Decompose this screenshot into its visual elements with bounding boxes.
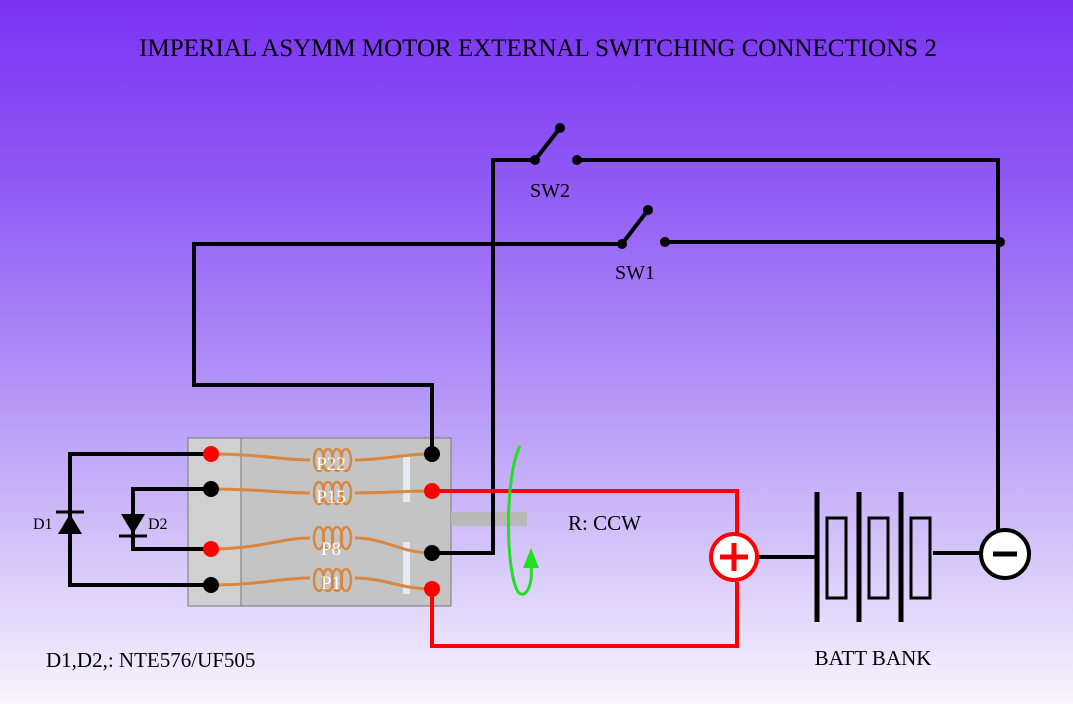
sw2-contact-left xyxy=(530,155,540,165)
red-wiring xyxy=(430,489,739,648)
winding-label-p15: P15 xyxy=(316,487,346,508)
rotation-arrowhead xyxy=(523,548,539,568)
sw1-contact-left xyxy=(617,239,627,249)
battery-label: BATT BANK xyxy=(815,646,932,670)
winding-p8-leads xyxy=(210,536,433,555)
negative-terminal xyxy=(979,528,1031,580)
brush-lower xyxy=(403,542,410,594)
switches xyxy=(533,126,650,246)
winding-label-p8: P8 xyxy=(321,539,341,560)
diode-parts-note: D1,D2,: NTE576/UF505 xyxy=(46,648,255,672)
terminal-right-2 xyxy=(424,483,440,499)
terminal-left-2 xyxy=(203,481,219,497)
terminal-right-4 xyxy=(424,581,440,597)
winding-p22-leads xyxy=(210,452,433,462)
sw1-contact-right xyxy=(660,237,670,247)
coil-p1 xyxy=(312,567,353,593)
diagram-title: IMPERIAL ASYMM MOTOR EXTERNAL SWITCHING … xyxy=(139,35,937,62)
diode-d1 xyxy=(56,510,84,534)
motor-shaft xyxy=(451,512,527,526)
rotation-label: R: CCW xyxy=(568,511,641,535)
terminal-right-3 xyxy=(424,545,440,561)
wire-sw2-left xyxy=(432,158,535,555)
sw2-label: SW2 xyxy=(530,180,570,202)
switch-contacts xyxy=(530,123,1005,249)
diode-d2 xyxy=(119,514,147,538)
sw2-pivot xyxy=(555,123,565,133)
winding-label-p1: P1 xyxy=(321,573,341,594)
coil-p22 xyxy=(312,447,353,473)
coil-p8 xyxy=(312,525,353,551)
terminal-left-1 xyxy=(203,446,219,462)
sw1-label: SW1 xyxy=(615,262,655,284)
wire-red-upper xyxy=(432,489,739,533)
wire-red-lower xyxy=(430,582,739,648)
coil-p15 xyxy=(312,480,353,506)
winding-label-p22: P22 xyxy=(316,454,346,475)
positive-terminal xyxy=(709,532,759,582)
winding-p15-leads xyxy=(210,487,433,495)
battery-bank xyxy=(814,492,932,622)
sw2-contact-right xyxy=(572,155,582,165)
rotation-arrow xyxy=(507,445,533,596)
wire-sw1-left xyxy=(192,242,622,454)
windings xyxy=(210,452,433,591)
sw1-pivot xyxy=(643,205,653,215)
winding-p1-leads xyxy=(210,576,433,591)
coil-loops xyxy=(312,447,353,593)
sw2-blade xyxy=(533,126,562,162)
terminal-right-1 xyxy=(424,446,440,462)
sw1-blade xyxy=(620,208,650,246)
terminals xyxy=(203,446,440,597)
terminal-left-3 xyxy=(203,541,219,557)
junction-dot xyxy=(995,237,1005,247)
black-wiring xyxy=(68,158,1000,587)
brush-upper xyxy=(403,454,410,502)
motor-housing xyxy=(240,437,452,607)
terminal-left-4 xyxy=(203,577,219,593)
d1-label: D1 xyxy=(33,516,53,533)
d2-label: D2 xyxy=(148,516,168,533)
